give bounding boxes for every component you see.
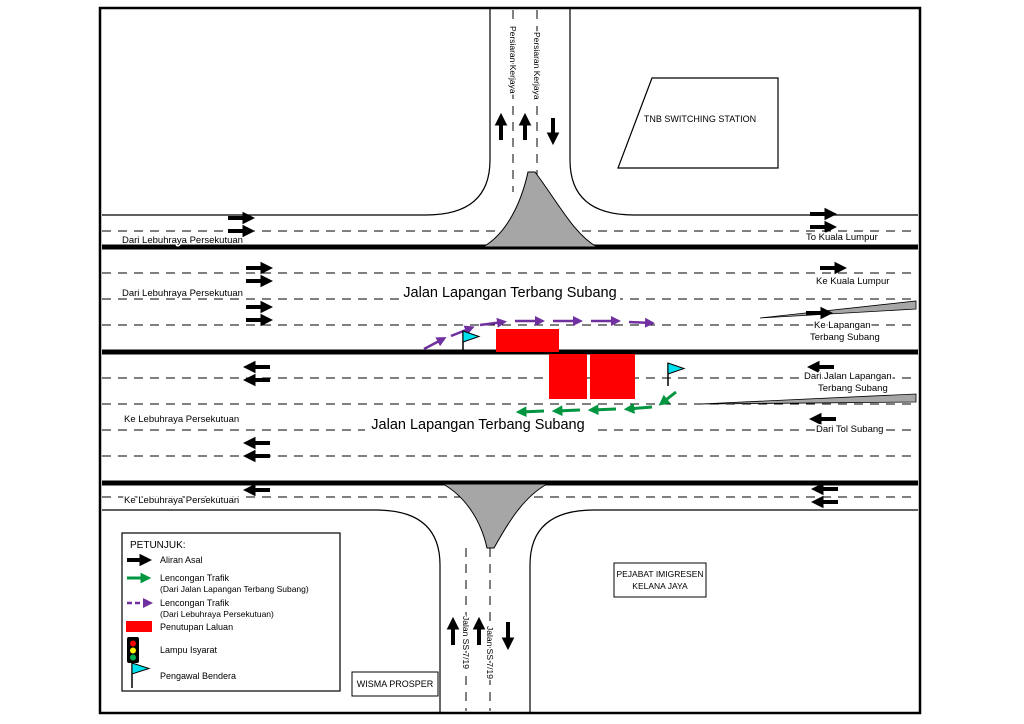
legend-item-label: Lencongan Trafik [160, 573, 230, 583]
diversion-arrows-purple [423, 316, 655, 351]
tnb-switching-station-building [617, 77, 779, 169]
diversion-arrow-purple [423, 337, 447, 351]
label-ke-lebuhraya-2: Ke Lebuhraya Persekutuan [124, 495, 239, 506]
road-edge [102, 509, 441, 712]
pejabat-imigresen-label-line2: KELANA JAYA [632, 581, 688, 591]
road-closure-blocks [496, 329, 635, 399]
traffic-light-green [130, 654, 136, 661]
road-name-jalan-ss719-1: Jalan SS 7/19 [461, 616, 471, 669]
road-name-jalan-ss719-2: Jalan SS 7/19 [485, 626, 495, 679]
wisma-prosper-label: WISMA PROSPER [357, 679, 434, 689]
diversion-arrow-green [658, 390, 677, 406]
road-name-persiaran-kerjaya-2: Persiaran Kerjaya [532, 32, 542, 100]
legend-item-sublabel: (Dari Lebuhraya Persekutuan) [160, 609, 274, 619]
traffic-light-icon [127, 637, 139, 663]
closure-block [496, 329, 559, 352]
diversion-arrows-green [515, 390, 677, 418]
road-name-jalan-lapangan-top: Jalan Lapangan Terbang Subang [403, 285, 616, 301]
label-ke-lapangan-line2: Terbang Subang [810, 332, 880, 343]
legend-item-sublabel: (Dari Jalan Lapangan Terbang Subang) [160, 584, 309, 594]
diversion-arrow-purple [628, 317, 655, 328]
pejabat-imigresen-building [613, 562, 707, 598]
legend-title: PETUNJUK: [130, 540, 186, 551]
road-edge [102, 9, 491, 216]
label-ke-kuala-lumpur: Ke Kuala Lumpur [816, 276, 889, 287]
flag-pennant [131, 662, 151, 675]
diversion-arrow-purple [450, 325, 475, 338]
legend-item-label: Lencongan Trafik [160, 598, 230, 608]
flag-controller-2 [667, 362, 686, 386]
road-edge [529, 509, 918, 712]
road-name-persiaran-kerjaya-1: Persiaran Kerjaya [508, 26, 518, 94]
diversion-arrow-purple [479, 317, 507, 328]
label-backing [400, 283, 620, 301]
traffic-light-yellow [130, 647, 136, 654]
map-labels: Persiaran Kerjaya Persiaran Kerjaya Jala… [121, 25, 894, 681]
diversion-arrow-green [551, 405, 581, 417]
label-dari-lebuhraya-2: Dari Lebuhraya Persekutuan [122, 288, 243, 299]
label-ke-lapangan-line1: Ke Lapangan [814, 320, 871, 331]
label-ke-lebuhraya-1: Ke Lebuhraya Persekutuan [124, 414, 239, 425]
cyan-flag-icon [131, 662, 151, 688]
legend: PETUNJUK: Aliran Asal Lencongan Trafik (… [121, 532, 341, 692]
legend-item-label: Pengawal Bendera [160, 671, 236, 681]
flag-icon [462, 330, 481, 343]
pejabat-imigresen-label-line1: PEJABAT IMIGRESEN [616, 569, 703, 579]
traffic-island-north [481, 171, 599, 248]
flag-icon [667, 362, 686, 375]
diversion-arrow-green [515, 406, 545, 418]
gore-area-west [699, 393, 917, 405]
label-dari-tol-subang: Dari Tol Subang [816, 424, 883, 435]
diversion-arrow-green [623, 403, 653, 414]
flag-controller-1 [462, 330, 481, 352]
wisma-prosper-building [351, 671, 439, 697]
label-dari-lebuhraya-1: Dari Lebuhraya Persekutuan [122, 235, 243, 246]
tnb-switching-station-label: TNB SWITCHING STATION [644, 114, 756, 124]
legend-item-label: Penutupan Laluan [160, 622, 233, 632]
legend-box [121, 532, 341, 692]
legend-item-label: Aliran Asal [160, 555, 203, 565]
traffic-light-red [130, 640, 136, 647]
gore-area-east [759, 300, 917, 319]
red-rectangle-icon [126, 621, 152, 632]
closure-block [590, 354, 635, 399]
label-dari-jalan-lapangan-line2: Terbang Subang [818, 383, 888, 394]
original-flow-arrows [228, 112, 848, 651]
label-to-kuala-lumpur: To Kuala Lumpur [806, 232, 878, 243]
legend-item-label: Lampu Isyarat [160, 645, 218, 655]
road-edge [569, 9, 918, 216]
closure-block [549, 354, 587, 399]
buildings: TNB SWITCHING STATION PEJABAT IMIGRESEN … [351, 77, 779, 697]
diversion-arrow-green [587, 404, 617, 416]
traffic-island-south [441, 483, 549, 549]
road-name-jalan-lapangan-bottom: Jalan Lapangan Terbang Subang [371, 417, 584, 433]
label-backing [365, 414, 591, 433]
label-dari-jalan-lapangan-line1: Dari Jalan Lapangan [804, 371, 892, 382]
